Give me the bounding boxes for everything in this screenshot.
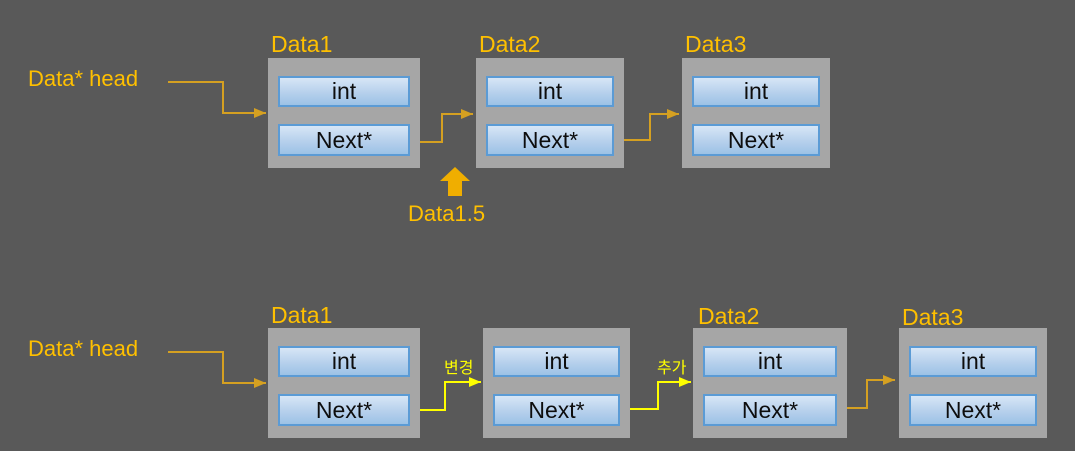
- cell-int: int: [486, 76, 614, 107]
- node-top-data2: int Next*: [476, 58, 624, 168]
- connector-head-bottom: [168, 351, 266, 388]
- add-label: 추가: [657, 360, 687, 377]
- cell-next: Next*: [692, 124, 820, 156]
- node-title-bottom-data2: Data2: [698, 303, 760, 329]
- cell-next: Next*: [493, 394, 620, 426]
- cell-int: int: [692, 76, 820, 107]
- node-title-top-data1: Data1: [271, 31, 333, 57]
- cell-next: Next*: [909, 394, 1037, 426]
- node-top-data1: int Next*: [268, 58, 420, 168]
- node-title-top-data3: Data3: [685, 31, 747, 57]
- node-bottom-data3: int Next*: [899, 328, 1047, 438]
- node-title-top-data2: Data2: [479, 31, 541, 57]
- node-top-data3: int Next*: [682, 58, 830, 168]
- insert-node-label: Data1.5: [408, 201, 486, 226]
- connector-top-data2-data3: [616, 109, 679, 141]
- insert-block-arrow-up: [440, 167, 470, 196]
- node-bottom-data2: int Next*: [693, 328, 847, 438]
- cell-int: int: [278, 76, 410, 107]
- cell-next: Next*: [278, 124, 410, 156]
- change-label: 변경: [444, 360, 474, 377]
- cell-int: int: [909, 346, 1037, 377]
- node-bottom-data1: int Next*: [268, 328, 420, 438]
- cell-int: int: [703, 346, 837, 377]
- connector-bottom-newnode-data2: [623, 377, 691, 410]
- connector-head-top: [168, 81, 266, 118]
- cell-int: int: [278, 346, 410, 377]
- cell-int: int: [493, 346, 620, 377]
- node-title-bottom-data1: Data1: [271, 302, 333, 328]
- head-pointer-label-bottom: Data* head: [28, 336, 139, 361]
- node-bottom-newnode: int Next*: [483, 328, 630, 438]
- node-title-bottom-data3: Data3: [902, 304, 964, 330]
- cell-next: Next*: [486, 124, 614, 156]
- cell-next: Next*: [703, 394, 837, 426]
- cell-next: Next*: [278, 394, 410, 426]
- head-pointer-label-top: Data* head: [28, 66, 139, 91]
